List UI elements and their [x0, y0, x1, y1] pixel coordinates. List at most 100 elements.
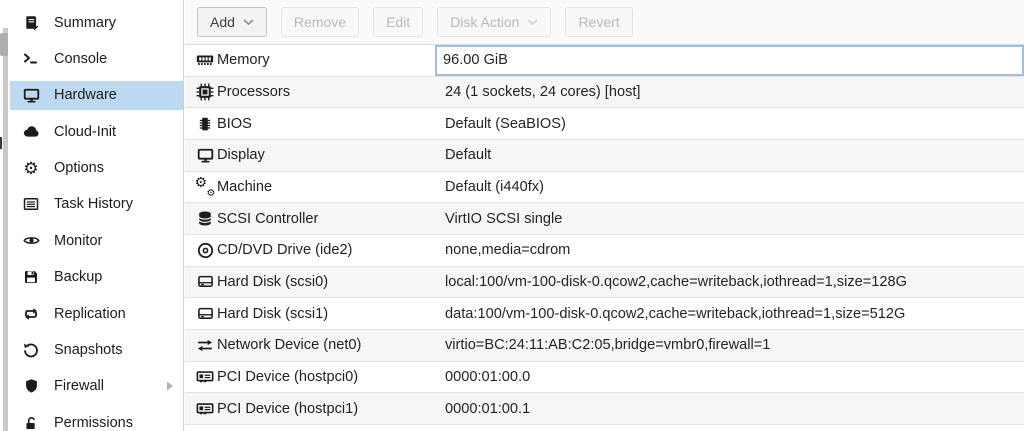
edit-button[interactable]: Edit: [373, 7, 424, 37]
sidebar-item-label: Task History: [54, 196, 133, 213]
device-label: Hard Disk (scsi0): [217, 273, 329, 290]
button-label: Disk Action: [450, 14, 520, 30]
device-value: VirtIO SCSI single: [445, 210, 563, 227]
sidebar-item-label: Summary: [54, 14, 117, 31]
device-label: PCI Device (hostpci0): [217, 368, 359, 385]
sidebar-item-backup[interactable]: Backup: [10, 263, 183, 292]
cloud-icon: [21, 123, 41, 141]
device-value: data:100/vm-100-disk-0.qcow2,cache=write…: [445, 305, 906, 322]
network-icon: [193, 337, 217, 354]
list-icon: [21, 195, 41, 213]
device-value: 0000:01:00.0: [445, 368, 531, 385]
shield-icon: [21, 377, 41, 395]
device-value: 0000:01:00.1: [445, 400, 531, 417]
device-value: 24 (1 sockets, 24 cores) [host]: [445, 83, 641, 100]
revert-button[interactable]: Revert: [565, 7, 633, 37]
book-icon: [21, 14, 41, 32]
sidebar-item-summary[interactable]: Summary: [10, 8, 183, 37]
button-label: Remove: [293, 14, 347, 30]
history-icon: [21, 341, 41, 359]
sidebar-item-options[interactable]: ⚙ Options: [10, 154, 183, 183]
hardware-row-scsi-controller[interactable]: SCSI Controller VirtIO SCSI single: [185, 203, 1024, 235]
device-value: Default (SeaBIOS): [445, 115, 566, 132]
sidebar-item-label: Console: [54, 50, 108, 67]
device-label: Machine: [217, 178, 273, 195]
eye-icon: [21, 232, 41, 250]
device-label: PCI Device (hostpci1): [217, 400, 359, 417]
hardware-row-machine[interactable]: ⚙⚙Machine Default (i440fx): [185, 171, 1024, 204]
device-label: Processors: [217, 83, 290, 100]
floppy-icon: [21, 268, 41, 286]
device-label: CD/DVD Drive (ide2): [217, 242, 353, 259]
sidebar-item-label: Cloud-Init: [54, 123, 117, 140]
hardware-row-hard-disk-scsi1[interactable]: Hard Disk (scsi1) data:100/vm-100-disk-0.…: [185, 298, 1024, 330]
pci-icon: [193, 400, 217, 417]
device-label: Network Device (net0): [217, 337, 362, 354]
sidebar-item-label: Snapshots: [54, 342, 123, 359]
sidebar-item-label: Backup: [54, 269, 103, 286]
hardware-toolbar: Add Remove Edit Disk Action Revert: [185, 0, 1024, 45]
resource-tree-edge: [0, 0, 10, 431]
sidebar-item-monitor[interactable]: Monitor: [10, 226, 183, 255]
sidebar-item-firewall[interactable]: Firewall: [10, 372, 183, 401]
chevron-down-icon: [243, 18, 254, 26]
device-value: none,media=cdrom: [445, 242, 571, 259]
hardware-row-pci-device-hostpci0[interactable]: PCI Device (hostpci0) 0000:01:00.0: [185, 361, 1024, 394]
harddisk-icon: [193, 273, 217, 290]
hardware-row-processors[interactable]: Processors 24 (1 sockets, 24 cores) [host…: [185, 76, 1024, 109]
device-value: Default (i440fx): [445, 178, 544, 195]
cdrom-icon: [193, 242, 217, 259]
cpu-icon: [193, 83, 217, 101]
sidebar-item-cloud-init[interactable]: Cloud-Init: [10, 117, 183, 146]
device-label: Display: [217, 147, 265, 164]
sidebar-item-label: Monitor: [54, 232, 103, 249]
panel-splitter[interactable]: [3, 28, 8, 431]
device-value: 96.00 GiB: [435, 45, 1024, 76]
sidebar-item-label: Permissions: [54, 414, 133, 431]
replication-icon: [21, 305, 41, 323]
device-label: BIOS: [217, 115, 252, 132]
device-value: local:100/vm-100-disk-0.qcow2,cache=writ…: [445, 273, 907, 290]
gears-icon: ⚙⚙: [194, 174, 216, 200]
sidebar-item-replication[interactable]: Replication: [10, 299, 183, 328]
hardware-row-bios[interactable]: BIOS Default (SeaBIOS): [185, 108, 1024, 140]
tree-selected-item-sliver: [0, 33, 8, 56]
disk-action-button[interactable]: Disk Action: [437, 7, 552, 37]
hardware-row-cd-dvd-drive-ide2[interactable]: CD/DVD Drive (ide2) none,media=cdrom: [185, 234, 1024, 267]
hardware-row-network-device-net0[interactable]: Network Device (net0)virtio=BC:24:11:AB:…: [185, 329, 1024, 362]
sidebar-item-label: Replication: [54, 305, 126, 322]
button-label: Revert: [578, 14, 620, 30]
display-icon: [193, 147, 217, 164]
button-label: Edit: [386, 14, 411, 30]
database-icon: [193, 210, 217, 227]
hardware-row-hard-disk-scsi0[interactable]: Hard Disk (scsi0) local:100/vm-100-disk-0…: [185, 266, 1024, 299]
sidebar-item-console[interactable]: Console: [10, 44, 183, 73]
sidebar-item-label: Options: [54, 160, 104, 177]
submenu-arrow-icon: [166, 381, 174, 391]
hardware-row-pci-device-hostpci1[interactable]: PCI Device (hostpci1) 0000:01:00.1: [185, 393, 1024, 425]
pci-icon: [193, 368, 217, 385]
device-label: Hard Disk (scsi1): [217, 305, 329, 322]
lock-icon: [21, 414, 41, 431]
terminal-icon: [21, 50, 41, 68]
sidebar-item-task-history[interactable]: Task History: [10, 190, 183, 219]
add-button[interactable]: Add: [197, 7, 267, 37]
sidebar-item-label: Hardware: [54, 87, 117, 104]
chip-icon: [193, 116, 217, 132]
hardware-row-display[interactable]: Display Default: [185, 139, 1024, 172]
button-label: Add: [210, 14, 235, 30]
remove-button[interactable]: Remove: [280, 7, 360, 37]
chevron-down-icon: [527, 18, 539, 26]
device-label: SCSI Controller: [217, 210, 319, 227]
device-value: Default: [445, 147, 492, 164]
sidebar-item-snapshots[interactable]: Snapshots: [10, 336, 183, 365]
monitor-icon: [21, 86, 41, 104]
gear-icon: ⚙: [23, 158, 39, 178]
sidebar-item-hardware[interactable]: Hardware: [10, 80, 183, 110]
sidebar-item-permissions[interactable]: Permissions: [10, 408, 183, 431]
